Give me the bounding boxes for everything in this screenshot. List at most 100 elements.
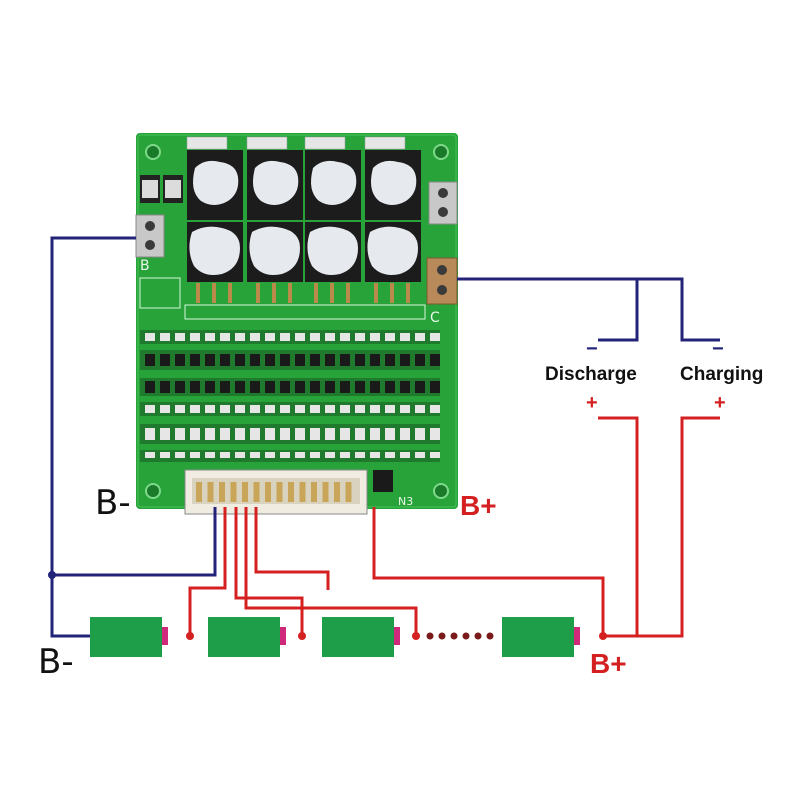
- smd-chip: [205, 333, 215, 341]
- smd-chip: [310, 428, 320, 440]
- charging-plus-sign: +: [714, 392, 726, 414]
- smd-chip: [385, 428, 395, 440]
- b-minus-terminal-pad: [135, 214, 165, 258]
- red-junction-dots: [186, 632, 607, 640]
- smd-chip: [265, 405, 275, 413]
- smd-chip: [400, 354, 410, 366]
- smd-chip: [430, 452, 440, 458]
- smd-chip: [385, 354, 395, 366]
- battery-cell: [208, 617, 286, 657]
- smd-chip: [370, 354, 380, 366]
- battery-cell: [502, 617, 580, 657]
- smd-chip: [400, 452, 410, 458]
- connector-pin: [288, 482, 294, 502]
- smd-chip: [190, 452, 200, 458]
- connector-ref-label: N3: [398, 495, 414, 508]
- smd-chip: [250, 428, 260, 440]
- connector-pin: [207, 482, 214, 502]
- smd-chip: [325, 381, 335, 393]
- smd-chip: [265, 381, 275, 393]
- smd-chip: [190, 428, 200, 440]
- cell-ellipsis-dots: [426, 632, 494, 640]
- smd-chip: [385, 381, 395, 393]
- smd-chip: [220, 452, 230, 458]
- smd-chip: [205, 381, 215, 393]
- discharge-label: Discharge: [545, 364, 637, 385]
- smd-chip: [400, 381, 410, 393]
- smd-chip: [385, 333, 395, 341]
- smd-chip: [175, 381, 185, 393]
- smd-chip: [175, 354, 185, 366]
- smd-chip: [175, 452, 185, 458]
- smd-chip: [145, 405, 155, 413]
- cell-positive-terminal: [280, 627, 286, 645]
- smd-chip: [145, 333, 155, 341]
- smd-chip: [340, 381, 350, 393]
- smd-chip: [160, 428, 170, 440]
- charging-minus-sign: −: [712, 338, 724, 360]
- smd-chip: [250, 333, 260, 341]
- connector-pin: [253, 482, 260, 502]
- connector-pin: [345, 482, 352, 502]
- smd-chip: [190, 354, 200, 366]
- smd-chip: [250, 381, 260, 393]
- smd-chip: [370, 405, 380, 413]
- smd-chip: [355, 381, 365, 393]
- smd-chip: [370, 452, 380, 458]
- smd-chips: [145, 333, 440, 458]
- smd-chip: [400, 428, 410, 440]
- smd-chip: [265, 354, 275, 366]
- smd-chip: [175, 333, 185, 341]
- smd-chip: [355, 333, 365, 341]
- b-minus-board-label: B-: [95, 483, 131, 523]
- smd-chip: [250, 354, 260, 366]
- smd-chip: [235, 333, 245, 341]
- smd-chip: [205, 354, 215, 366]
- smd-chip: [370, 428, 380, 440]
- smd-chip: [385, 405, 395, 413]
- smd-chip: [340, 354, 350, 366]
- smd-chip: [265, 333, 275, 341]
- smd-chip: [430, 333, 440, 341]
- smd-chip: [145, 381, 155, 393]
- pad-c-label: C: [430, 310, 440, 326]
- connector-pin: [311, 482, 317, 502]
- smd-chip: [295, 405, 305, 413]
- connector-pins: [196, 482, 352, 502]
- smd-chip: [430, 354, 440, 366]
- discharge-minus-sign: −: [586, 338, 598, 360]
- smd-chip: [325, 354, 335, 366]
- charging-label: Charging: [680, 364, 764, 385]
- connector-pin: [276, 482, 283, 502]
- smd-chip: [430, 428, 440, 440]
- smd-chip: [415, 452, 425, 458]
- smd-chip: [310, 333, 320, 341]
- smd-chip: [205, 452, 215, 458]
- red-wires: [188, 416, 720, 638]
- smd-chip: [355, 405, 365, 413]
- smd-chip: [220, 428, 230, 440]
- smd-chip: [355, 452, 365, 458]
- blue-wires: [50, 236, 720, 638]
- smd-chip: [160, 452, 170, 458]
- smd-chip: [235, 428, 245, 440]
- smd-chip: [220, 405, 230, 413]
- smd-chip: [280, 452, 290, 458]
- connector-pin: [196, 482, 202, 502]
- smd-chip: [295, 428, 305, 440]
- smd-chip: [235, 452, 245, 458]
- smd-chip: [190, 333, 200, 341]
- smd-chip: [430, 405, 440, 413]
- connector-pin: [242, 482, 248, 502]
- smd-chip: [340, 333, 350, 341]
- connector-pin: [299, 482, 306, 502]
- smd-chip: [205, 428, 215, 440]
- smd-chip: [325, 428, 335, 440]
- smd-chip: [310, 405, 320, 413]
- smd-chip: [340, 428, 350, 440]
- smd-chip: [250, 452, 260, 458]
- b-plus-battery-label: B+: [590, 648, 627, 679]
- smd-chip: [325, 405, 335, 413]
- smd-chip: [160, 381, 170, 393]
